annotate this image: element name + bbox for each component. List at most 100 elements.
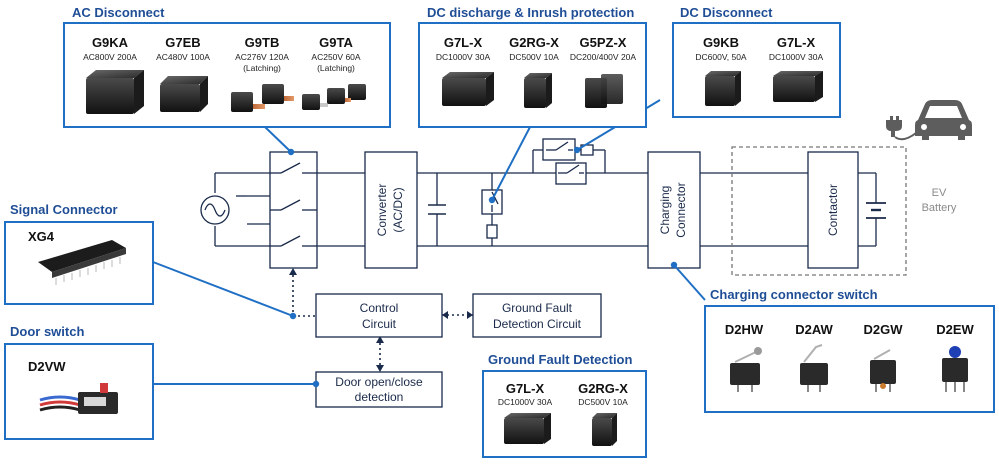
product-d2hw: D2HW — [725, 322, 764, 392]
product-g9tb: G9TB AC276V 120A (Latching) — [231, 35, 294, 112]
relay-icon — [504, 413, 551, 444]
product-name: G5PZ-X — [580, 35, 627, 50]
product-name: D2EW — [936, 322, 974, 337]
charging-connector-label-line1: Charging — [658, 186, 672, 235]
product-spec: DC200/400V 20A — [570, 52, 636, 62]
product-name: G9KA — [92, 35, 129, 50]
product-g7eb: G7EB AC480V 100A — [156, 35, 210, 112]
capacitor-icon — [428, 204, 446, 215]
converter-block: Converter (AC/DC) — [364, 151, 418, 269]
product-spec: AC276V 120A — [235, 52, 289, 62]
dc-disconnect-panel: DC Disconnect G9KB DC600V, 50A G7L-X DC1… — [672, 5, 841, 118]
product-g9kb: G9KB DC600V, 50A — [695, 35, 747, 106]
product-note: (Latching) — [243, 63, 281, 73]
product-spec: DC1000V 30A — [436, 52, 491, 62]
switch-icon — [942, 346, 968, 392]
battery-label: Battery — [922, 202, 957, 214]
product-name: XG4 — [28, 229, 55, 244]
product-spec: AC480V 100A — [156, 52, 210, 62]
product-name: G7L-X — [506, 381, 545, 396]
product-name: G9TB — [245, 35, 280, 50]
ev-label: EV — [932, 187, 947, 199]
ac-disconnect-title: AC Disconnect — [72, 5, 165, 20]
product-name: D2HW — [725, 322, 764, 337]
ground-fault-circuit-label-line2: Detection Circuit — [493, 317, 582, 331]
product-d2aw: D2AW — [795, 322, 834, 392]
relay-icon — [231, 84, 294, 112]
svg-text:Charging: Charging — [658, 186, 672, 235]
product-note: (Latching) — [317, 63, 355, 73]
product-spec: AC800V 200A — [83, 52, 137, 62]
ac-source-icon — [200, 195, 230, 225]
product-name: G7L-X — [444, 35, 483, 50]
relay-icon — [86, 70, 144, 114]
converter-label-line1: Converter — [375, 184, 389, 237]
svg-text:(AC/DC): (AC/DC) — [391, 187, 405, 232]
switch-icon — [39, 383, 118, 414]
product-name: G7L-X — [777, 35, 816, 50]
ev-charging-car-icon — [886, 100, 972, 141]
product-name: D2GW — [864, 322, 904, 337]
contactor-label: Contactor — [826, 184, 840, 236]
dc-discharge-panel: DC discharge & Inrush protection G7L-X D… — [418, 5, 647, 128]
product-spec: DC1000V 30A — [769, 52, 824, 62]
relay-icon — [585, 74, 623, 108]
product-spec: DC500V 10A — [578, 397, 628, 407]
door-switch-title: Door switch — [10, 324, 84, 339]
ac-disconnect-panel: AC Disconnect G9KA AC800V 200A G7EB AC48… — [63, 5, 391, 128]
ev-area-boundary — [731, 146, 907, 276]
door-detection-label-line1: Door open/close — [335, 375, 423, 389]
product-g2rg-x: G2RG-X DC500V 10A — [578, 381, 628, 446]
inrush-relay-icon — [542, 138, 594, 185]
connector-icon — [38, 240, 126, 285]
door-switch-panel: Door switch D2VW — [4, 324, 154, 440]
converter-label-line2: (AC/DC) — [391, 187, 405, 232]
ground-fault-circuit-block: Ground Fault Detection Circuit — [472, 293, 602, 338]
charging-switch-panel: Charging connector switch D2HW D2AW D2GW — [704, 287, 995, 413]
control-circuit-block: Control Circuit — [315, 293, 443, 338]
callout-dots — [287, 146, 678, 388]
product-name: G9TA — [319, 35, 353, 50]
signal-connector-panel: Signal Connector XG4 — [4, 202, 154, 305]
svg-text:Connector: Connector — [674, 182, 688, 237]
relay-icon — [160, 76, 208, 112]
charging-connector-label-line2: Connector — [674, 182, 688, 237]
ground-fault-title: Ground Fault Detection — [488, 352, 633, 367]
discharge-relay-icon — [481, 189, 503, 239]
product-g7l-x: G7L-X DC1000V 30A — [769, 35, 824, 102]
product-d2gw: D2GW — [864, 322, 904, 392]
product-name: D2AW — [795, 322, 833, 337]
charging-switch-title: Charging connector switch — [710, 287, 878, 302]
product-g5pz-x: G5PZ-X DC200/400V 20A — [570, 35, 636, 108]
product-spec: DC600V, 50A — [695, 52, 747, 62]
relay-icon — [773, 71, 823, 102]
signal-connector-title: Signal Connector — [10, 202, 118, 217]
contactor-block: Contactor — [807, 151, 859, 269]
svg-text:Converter: Converter — [375, 184, 389, 237]
relay-icon — [592, 413, 617, 446]
dc-discharge-title: DC discharge & Inrush protection — [427, 5, 634, 20]
product-g7l-x: G7L-X DC1000V 30A — [436, 35, 494, 106]
product-spec: DC1000V 30A — [498, 397, 553, 407]
relay-icon — [302, 84, 366, 110]
control-circuit-label-line2: Circuit — [362, 317, 397, 331]
relay-icon — [524, 73, 552, 108]
ac-disconnect-switch-block — [269, 151, 318, 269]
ground-fault-circuit-label-line1: Ground Fault — [502, 301, 573, 315]
callout-leaders — [152, 99, 706, 385]
product-spec: AC250V 60A — [311, 52, 360, 62]
relay-icon — [705, 71, 741, 106]
product-name: D2VW — [28, 359, 66, 374]
door-detection-label-line2: detection — [355, 390, 404, 404]
product-g9ka: G9KA AC800V 200A — [83, 35, 144, 114]
product-spec: DC500V 10A — [509, 52, 559, 62]
switch-icon — [870, 349, 896, 392]
dc-disconnect-title: DC Disconnect — [680, 5, 773, 20]
product-g7l-x: G7L-X DC1000V 30A — [498, 381, 553, 444]
product-name: G2RG-X — [578, 381, 628, 396]
control-circuit-label-line1: Control — [360, 301, 399, 315]
switch-icon — [800, 344, 828, 392]
battery-icon — [866, 202, 886, 219]
product-name: G7EB — [165, 35, 200, 50]
